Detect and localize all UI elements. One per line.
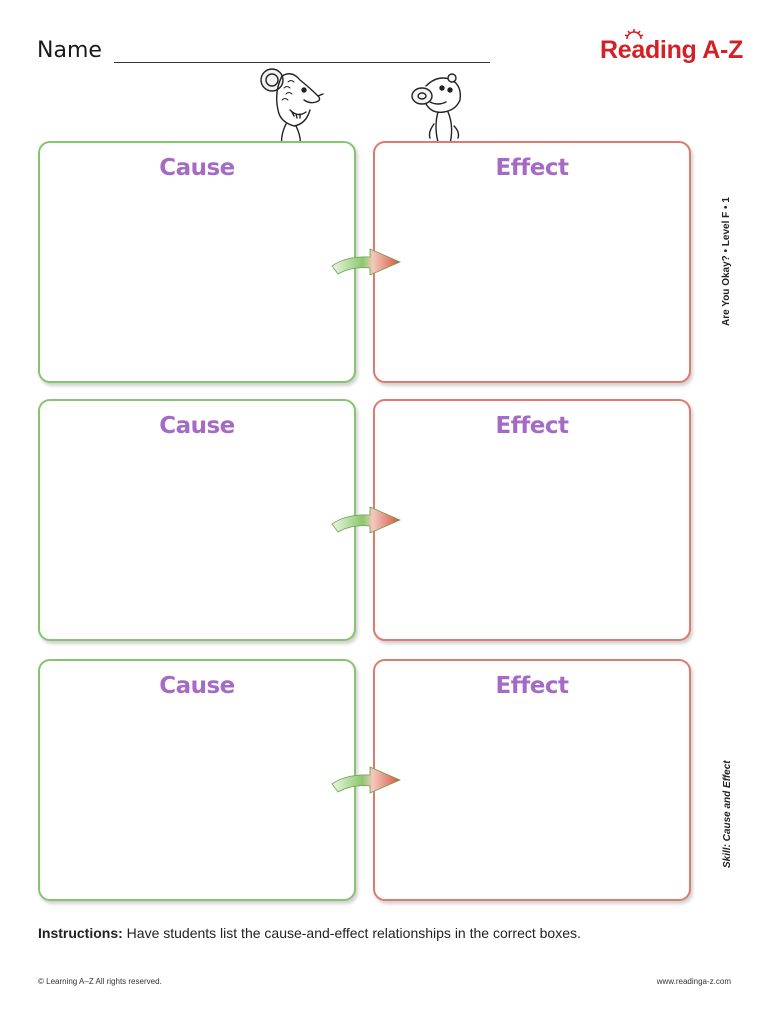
monkey-mascot-icon xyxy=(411,73,462,145)
arrow-right-icon xyxy=(331,766,402,794)
cause-title: Cause xyxy=(159,673,235,699)
effect-title: Effect xyxy=(495,673,569,699)
website-link[interactable]: www.readinga-z.com xyxy=(656,977,731,986)
logo-text: Reading A-Z xyxy=(600,36,743,64)
sun-icon xyxy=(624,29,644,40)
effect-box-2[interactable]: Effect xyxy=(373,399,691,641)
name-line[interactable] xyxy=(114,62,490,63)
instructions-label: Instructions: xyxy=(38,925,123,941)
effect-title: Effect xyxy=(495,413,569,439)
name-label: Name xyxy=(37,38,102,63)
instructions: Instructions: Have students list the cau… xyxy=(38,925,728,941)
cause-title: Cause xyxy=(159,155,235,181)
effect-box-3[interactable]: Effect xyxy=(373,659,691,901)
effect-box-1[interactable]: Effect xyxy=(373,141,691,383)
effect-title: Effect xyxy=(495,155,569,181)
copyright: © Learning A–Z All rights reserved. xyxy=(38,977,162,986)
book-info: Are You Okay? • Level F • 1 xyxy=(721,197,732,326)
cause-box-2[interactable]: Cause xyxy=(38,399,356,641)
reading-az-logo: Reading A-Z xyxy=(600,28,743,72)
cause-box-3[interactable]: Cause xyxy=(38,659,356,901)
arrow-right-icon xyxy=(331,506,402,534)
cause-title: Cause xyxy=(159,413,235,439)
cause-box-1[interactable]: Cause xyxy=(38,141,356,383)
skill-label: Skill: Cause and Effect xyxy=(722,760,733,868)
arrow-right-icon xyxy=(331,248,402,276)
instructions-text: Have students list the cause-and-effect … xyxy=(122,925,581,941)
